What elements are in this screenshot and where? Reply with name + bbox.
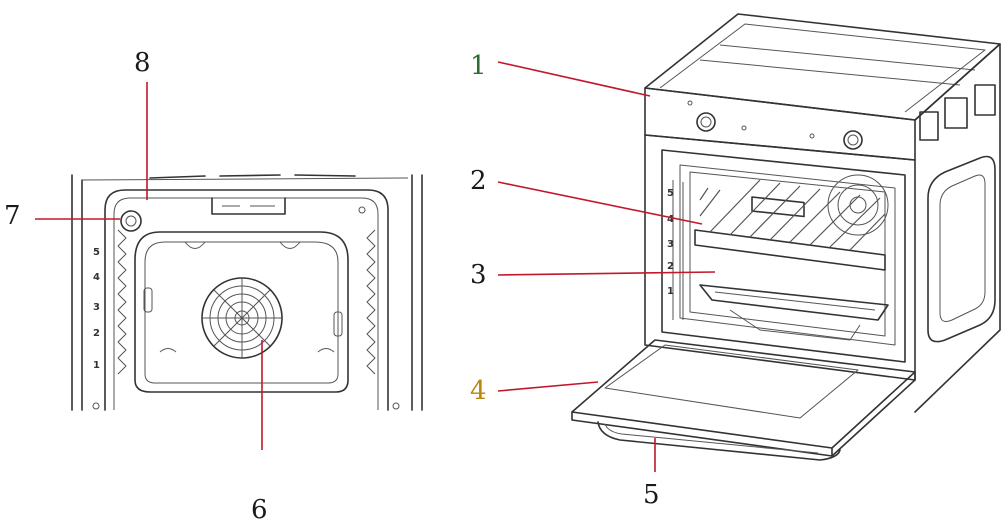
baking-tray [699,284,889,321]
door-handle [597,421,841,461]
shelf-level-5-right: 5 [667,188,674,199]
oven-lamp [120,210,142,232]
callout-7: 7 [4,201,21,231]
cavity-outline [104,189,389,411]
shelf-level-4-right: 4 [667,214,674,225]
shelf-level-1: 1 [93,360,100,371]
wire-shelf [694,229,886,271]
oven-perspective-view: 5 4 3 2 1 [571,13,1001,461]
display [751,196,805,218]
shelf-level-3-right: 3 [667,239,674,250]
leader-line-1 [497,61,651,97]
shelf-level-2-right: 2 [667,261,674,272]
oven-side [914,43,1001,413]
leader-line-2 [497,181,703,225]
oven-cavity [661,149,906,363]
rear-panel [134,231,349,393]
callout-labels: 1 2 3 4 5 6 7 8 [4,48,660,523]
left-knob [696,112,716,132]
shelf-level-4: 4 [93,272,100,283]
oven-front-view: 5 4 3 2 1 [71,174,423,411]
callout-6: 6 [251,495,268,523]
grill-bracket [211,197,286,215]
control-panel [644,87,916,161]
leader-lines [35,61,716,472]
callout-8: 8 [134,48,151,78]
shelf-level-1-right: 1 [667,286,674,297]
fan-cover [201,277,283,359]
callout-3: 3 [470,260,487,290]
shelf-level-3: 3 [93,302,100,313]
callout-1: 1 [470,51,487,81]
right-knob [843,130,863,150]
shelf-level-5: 5 [93,247,100,258]
leader-line-3 [497,271,716,276]
shelf-level-2: 2 [93,328,100,339]
callout-5: 5 [643,480,660,510]
leader-line-4 [497,381,599,392]
callout-2: 2 [470,166,487,196]
callout-4: 4 [470,376,487,406]
